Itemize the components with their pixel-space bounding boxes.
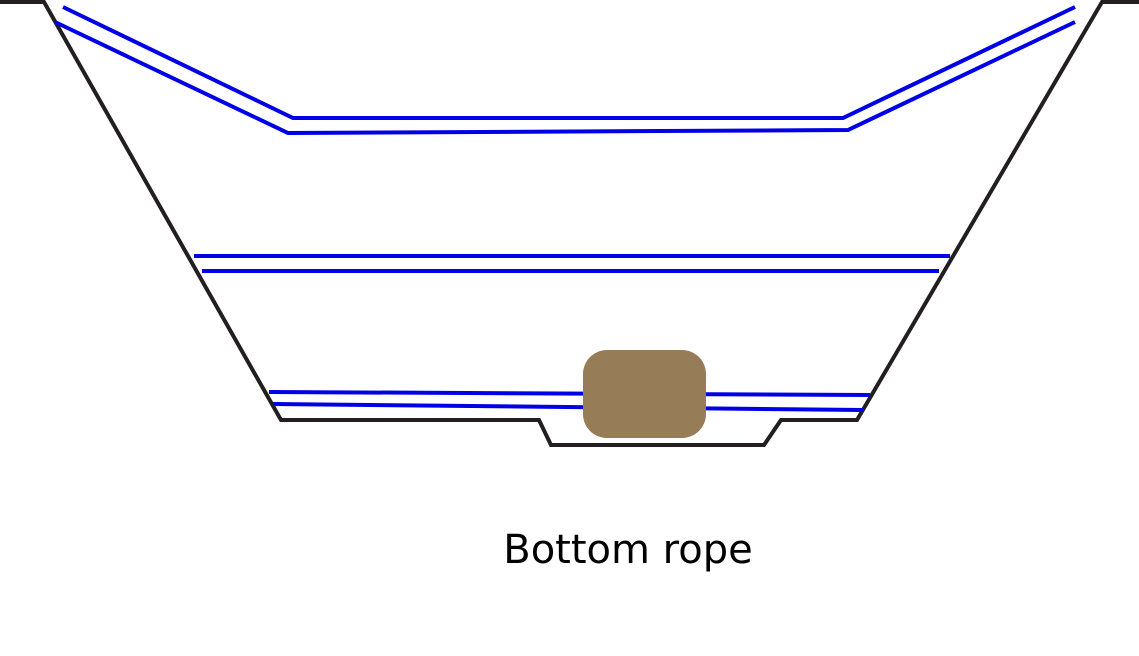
weight-block: [583, 350, 706, 438]
trench-outline: [0, 0, 1139, 447]
bottom-rope-lower-line: [272, 402, 864, 412]
bottom-rope-upper-line: [268, 390, 871, 397]
bottom-rope-label: Bottom rope: [503, 527, 752, 573]
top-rope-inner-line: [54, 20, 1076, 136]
top-rope-outer-line: [62, 5, 1076, 120]
